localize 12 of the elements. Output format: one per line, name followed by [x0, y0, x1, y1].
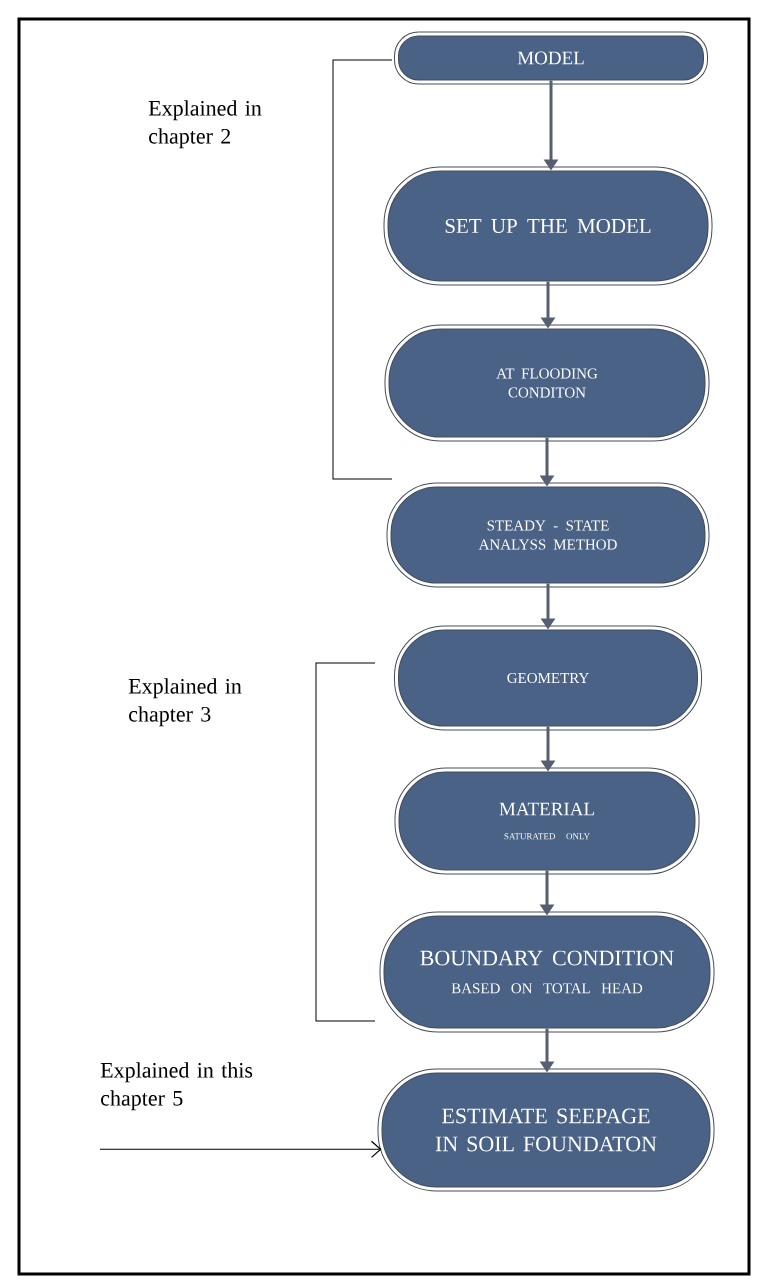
side-note: Explained in this chapter 5	[100, 1062, 253, 1111]
side-note: Explained in chapter 2	[148, 100, 262, 149]
process-box: BOUNDARY CONDITION BASED ON TOTAL HEAD	[379, 911, 715, 1033]
process-box: MODEL	[394, 31, 708, 85]
process-box: STEADY - STATE ANALYSS METHOD	[386, 482, 710, 588]
process-box: GEOMETRY	[394, 625, 702, 731]
process-box: ESTIMATE SEEPAGE IN SOIL FOUNDATON	[377, 1068, 715, 1192]
side-note: Explained in chapter 3	[128, 678, 242, 727]
process-box: MATERIAL SATURATED ONLY	[394, 767, 700, 875]
arrow	[99, 1140, 382, 1158]
process-box: AT FLOODING CONDITON	[384, 324, 710, 442]
process-box: SET UP THE MODEL	[383, 166, 713, 286]
